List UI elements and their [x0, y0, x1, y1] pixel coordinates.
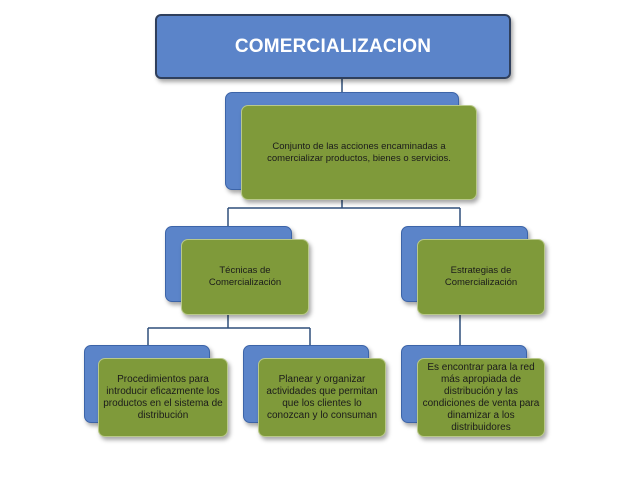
definition-text: Conjunto de las acciones encaminadas a c… — [267, 140, 451, 164]
encontrar-box: Es encontrar para la red más apropiada d… — [417, 358, 545, 437]
planear-box: Planear y organizar actividades que perm… — [258, 358, 386, 437]
planear-text: Planear y organizar actividades que perm… — [266, 373, 378, 421]
definition-box: Conjunto de las acciones encaminadas a c… — [241, 105, 477, 200]
title-text: COMERCIALIZACION — [234, 35, 432, 57]
tecnicas-label: Técnicas de Comercialización — [208, 265, 282, 288]
tecnicas-box: Técnicas de Comercialización — [181, 239, 309, 315]
procedimientos-text: Procedimientos para introducir eficazmen… — [103, 373, 223, 421]
procedimientos-box: Procedimientos para introducir eficazmen… — [98, 358, 228, 437]
estrategias-box: Estrategias de Comercialización — [417, 239, 545, 315]
encontrar-text: Es encontrar para la red más apropiada d… — [422, 361, 540, 433]
estrategias-label: Estrategias de Comercialización — [444, 265, 518, 288]
title-box: COMERCIALIZACION — [155, 14, 511, 79]
